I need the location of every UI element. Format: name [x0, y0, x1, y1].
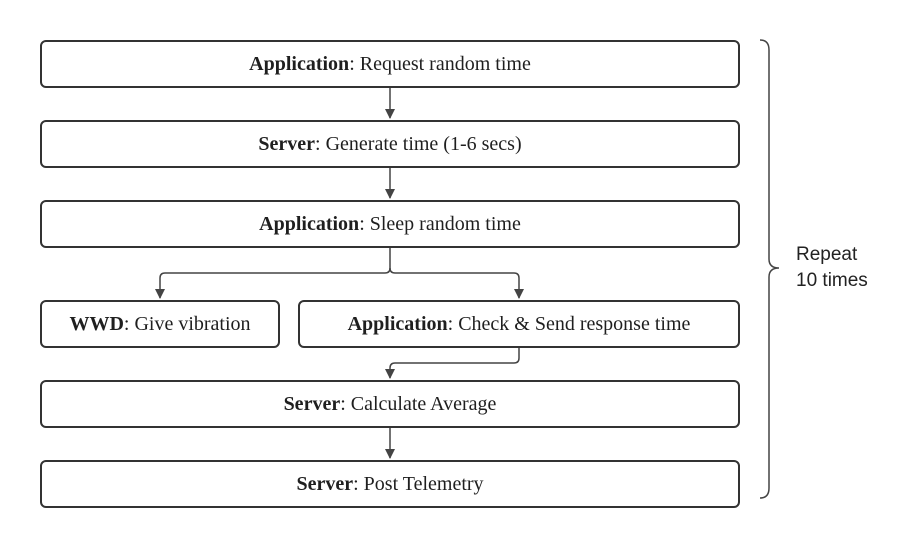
step-action: Post Telemetry — [363, 472, 484, 495]
arrow-sleep-to-vibration — [155, 248, 391, 299]
step-action: Sleep random time — [369, 212, 521, 235]
step-post-telemetry: Server: Post Telemetry — [40, 460, 740, 508]
step-actor: WWD — [69, 312, 124, 335]
arrow-sleep-to-check — [389, 267, 524, 299]
step-action: Check & Send response time — [458, 312, 691, 335]
step-separator: : — [353, 472, 364, 495]
step-action: Generate time (1-6 secs) — [325, 132, 522, 155]
step-actor: Application — [259, 212, 360, 235]
step-generate-time: Server: Generate time (1-6 secs) — [40, 120, 740, 168]
repeat-label: Repeat 10 times — [796, 242, 868, 294]
step-action: Request random time — [359, 52, 531, 75]
repeat-label-line1: Repeat — [796, 244, 858, 265]
step-actor: Server — [258, 132, 316, 155]
step-separator: : — [315, 132, 326, 155]
repeat-label-line2: 10 times — [796, 270, 868, 291]
step-separator: : — [359, 212, 370, 235]
step-action: Calculate Average — [350, 392, 497, 415]
step-check-send-response: Application: Check & Send response time — [298, 300, 740, 348]
step-request-random-time: Application: Request random time — [40, 40, 740, 88]
step-actor: Application — [347, 312, 448, 335]
step-sleep-random-time: Application: Sleep random time — [40, 200, 740, 248]
arrow-check-to-average — [385, 348, 520, 379]
repeat-brace — [759, 39, 780, 499]
step-separator: : — [340, 392, 351, 415]
step-give-vibration: WWD: Give vibration — [40, 300, 280, 348]
step-action: Give vibration — [134, 312, 251, 335]
step-separator: : — [123, 312, 135, 335]
step-actor: Server — [283, 392, 341, 415]
step-separator: : — [447, 312, 459, 335]
step-actor: Server — [296, 472, 354, 495]
step-actor: Application — [249, 52, 350, 75]
step-calculate-average: Server: Calculate Average — [40, 380, 740, 428]
step-separator: : — [349, 52, 360, 75]
